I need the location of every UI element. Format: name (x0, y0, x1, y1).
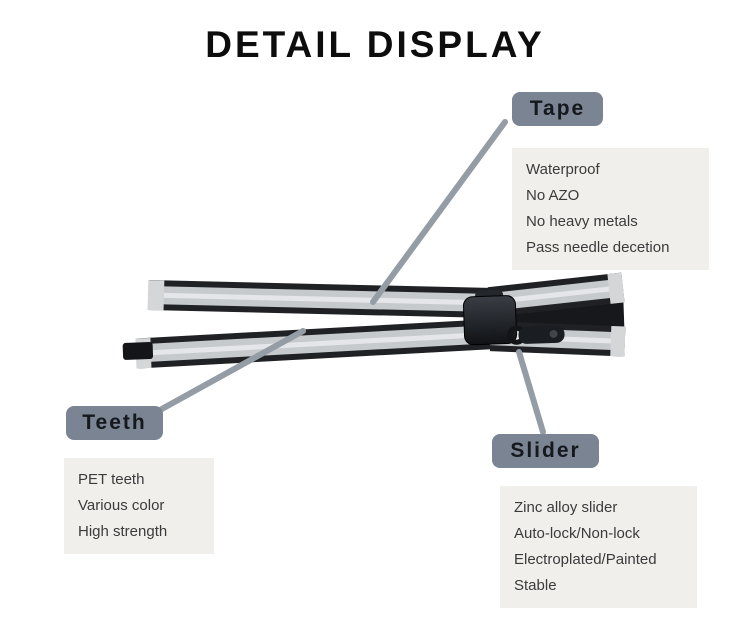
teeth-feature: High strength (78, 523, 168, 540)
tape-feature: Waterproof (526, 161, 600, 178)
slider-feature: Zinc alloy slider (514, 499, 618, 516)
tape-feature: No AZO (526, 187, 580, 204)
slider-pull-tab (518, 325, 565, 344)
slider-feature: Stable (514, 577, 557, 594)
teeth-connector-line (157, 328, 306, 413)
zipper-bottom-tape (135, 319, 496, 369)
zipper-body (122, 272, 626, 369)
tape-connector-line (370, 119, 508, 305)
zipper-top-tape (147, 280, 494, 319)
tape-info-box: Waterproof No AZO No heavy metals Pass n… (512, 148, 709, 270)
teeth-feature: PET teeth (78, 471, 145, 488)
tape-feature: Pass needle decetion (526, 239, 670, 256)
slider-feature: Electroplated/Painted (514, 551, 657, 568)
tape-label-pill: Tape (512, 92, 603, 126)
slider-label-pill: Slider (492, 434, 599, 468)
zipper-slider (462, 289, 565, 346)
tape-feature: No heavy metals (526, 213, 638, 230)
zipper-pin (122, 342, 154, 360)
slider-info-box: Zinc alloy slider Auto-lock/Non-lock Ele… (500, 486, 697, 608)
teeth-label-pill: Teeth (66, 406, 163, 440)
teeth-info-box: PET teeth Various color High strength (64, 458, 214, 554)
page-title: DETAIL DISPLAY (205, 24, 545, 65)
slider-connector-line (516, 349, 546, 435)
slider-feature: Auto-lock/Non-lock (514, 525, 640, 542)
callout-lines (157, 119, 546, 435)
teeth-feature: Various color (78, 497, 165, 514)
